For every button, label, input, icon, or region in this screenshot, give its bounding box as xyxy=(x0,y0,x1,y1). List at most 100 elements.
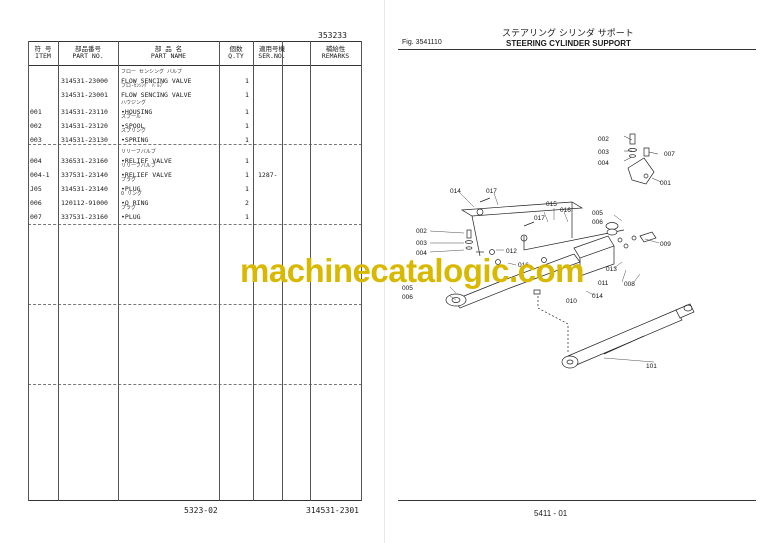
table-row: 007 337531-23160 プラグ •PLUG 1 xyxy=(28,204,362,224)
header-item: 符 号 ITEM xyxy=(28,46,58,60)
table-row: 004 336531-23160 リリーフバルブ •RELIEF VALVE 1 xyxy=(28,148,362,168)
callout-label: 013 xyxy=(606,266,617,273)
table-row: 314531-23000 フロー センシング バルブ FLOW SENCING … xyxy=(28,68,362,88)
callout-label: 011 xyxy=(598,280,609,287)
callout-label: 015 xyxy=(546,201,557,208)
row-part-no: 314531-23000 xyxy=(61,77,108,85)
header-ser-no: 適用号機 SER.NO. xyxy=(253,46,291,60)
callout-label: 009 xyxy=(660,241,671,248)
header-item-en: ITEM xyxy=(35,52,51,60)
row-kana: スプール xyxy=(121,114,142,120)
figure-title: STEERING CYLINDER SUPPORT xyxy=(506,39,631,48)
table-row: J05 314531-23140 プラグ •PLUG 1 xyxy=(28,176,362,196)
row-part-no: 314531-23001 xyxy=(61,91,108,99)
diagram-page: ステアリング シリンダ サポート Fig. 3541110 STEERING C… xyxy=(384,0,768,543)
row-part-name: •PLUG xyxy=(121,185,141,193)
callout-label: 016 xyxy=(560,207,571,214)
exploded-parts-diagram: 002 003 004 007 001 014 017 015 017 016 … xyxy=(402,133,695,370)
row-kana: フロ-ｾﾝｼﾝｸﾞ ﾊﾞﾙﾌﾞ xyxy=(121,83,165,89)
hardware-left xyxy=(465,229,547,265)
callout-label: 003 xyxy=(416,240,427,247)
table-column-rule xyxy=(28,41,29,501)
header-ser-no-jp: 適用号機 xyxy=(259,45,285,53)
callout-label: 004 xyxy=(598,160,609,167)
footer-reference: 314531-2301 xyxy=(306,506,359,515)
header-qty-jp: 個数 xyxy=(229,45,243,53)
row-item: 001 xyxy=(30,108,42,116)
row-qty: 1 xyxy=(245,185,249,193)
header-remarks-en: REMARKS xyxy=(321,52,350,60)
callout-label: 003 xyxy=(598,149,609,156)
section-divider xyxy=(28,384,362,385)
table-bottom-rule xyxy=(28,500,362,501)
callout-label: 005 xyxy=(592,210,603,217)
row-part-name: •SPOOL xyxy=(121,122,145,130)
parts-table: 符 号 ITEM 部品番号 PART NO. 部 品 名 PART NAME 個… xyxy=(28,41,362,501)
page-number: 5411 - 01 xyxy=(534,509,568,518)
header-item-jp: 符 号 xyxy=(34,45,52,53)
callout-label: 008 xyxy=(624,281,635,288)
row-part-no: 314531-23120 xyxy=(61,122,108,130)
row-part-name: •PLUG xyxy=(121,213,141,221)
callout-label: 001 xyxy=(660,180,671,187)
row-qty: 1 xyxy=(245,77,249,85)
page-number: 5323-02 xyxy=(184,506,218,515)
callout-label: 017 xyxy=(534,215,545,222)
row-part-name: •RELIEF VALVE xyxy=(121,157,172,165)
page-fold xyxy=(384,0,385,543)
header-ser-no-en: SER.NO. xyxy=(258,52,286,60)
row-qty: 1 xyxy=(245,108,249,116)
callout-label: 004 xyxy=(416,250,427,257)
row-item: J05 xyxy=(30,185,42,193)
row-qty: 1 xyxy=(245,91,249,99)
table-top-rule xyxy=(28,41,362,42)
callout-label: 005 xyxy=(402,285,413,292)
figure-title-jp: ステアリング シリンダ サポート xyxy=(502,29,634,39)
header-remarks-jp: 補給性 xyxy=(325,45,346,53)
row-kana: スプリング xyxy=(121,128,147,134)
callout-label: 014 xyxy=(450,188,461,195)
header-part-no: 部品番号 PART NO. xyxy=(58,46,118,60)
row-item: 002 xyxy=(30,122,42,130)
header-part-name: 部 品 名 PART NAME xyxy=(118,46,219,60)
section-divider xyxy=(28,144,362,145)
row-part-name: •O RING xyxy=(121,199,149,207)
table-column-rule xyxy=(58,41,59,501)
callout-label: 016 xyxy=(518,262,529,269)
callout-label: 006 xyxy=(402,294,413,301)
callout-label: 014 xyxy=(592,293,603,300)
header-part-no-jp: 部品番号 xyxy=(75,45,101,53)
row-kana: リリーフバルブ xyxy=(121,163,156,169)
figure-number: Fig. 3541110 xyxy=(402,39,442,46)
table-column-rule xyxy=(310,41,311,501)
row-kana: フロー センシング バルブ xyxy=(121,69,183,75)
table-row: 006 120112-91000 O リング •O RING 2 xyxy=(28,190,362,210)
callout-label: 101 xyxy=(646,363,657,370)
watermark-text: machinecatalogic.com xyxy=(240,252,584,289)
row-part-name: •SPRING xyxy=(121,136,149,144)
header-part-name-jp: 部 品 名 xyxy=(154,45,183,53)
table-row: 003 314531-23130 スプリング •SPRING 1 xyxy=(28,127,362,147)
bracket-plate xyxy=(460,197,625,257)
header-qty: 個数 Q.TY xyxy=(219,46,253,60)
row-qty: 1 xyxy=(245,122,249,130)
row-part-no: 337531-23140 xyxy=(61,171,108,179)
table-row: 002 314531-23120 スプール •SPOOL 1 xyxy=(28,113,362,133)
table-row: 004-1 337531-23140 リリーフバルブ •RELIEF VALVE… xyxy=(28,162,362,182)
row-part-no: 120112-91000 xyxy=(61,199,108,207)
document-number: 353233 xyxy=(318,31,347,40)
table-column-rule xyxy=(282,41,283,501)
callout-label: 017 xyxy=(486,188,497,195)
row-part-name: FLOW SENCING VALVE xyxy=(121,77,192,85)
row-part-no: 337531-23160 xyxy=(61,213,108,221)
row-item: 007 xyxy=(30,213,42,221)
row-qty: 2 xyxy=(245,199,249,207)
valve-block xyxy=(573,231,657,277)
callout-label: 002 xyxy=(416,228,427,235)
row-item: 006 xyxy=(30,199,42,207)
row-part-name: FLOW SENCING VALVE xyxy=(121,91,192,99)
row-item: 003 xyxy=(30,136,42,144)
table-row: 001 314531-23110 ハウジング •HOUSING 1 xyxy=(28,99,362,119)
row-qty: 1 xyxy=(245,213,249,221)
table-column-rule xyxy=(219,41,220,501)
